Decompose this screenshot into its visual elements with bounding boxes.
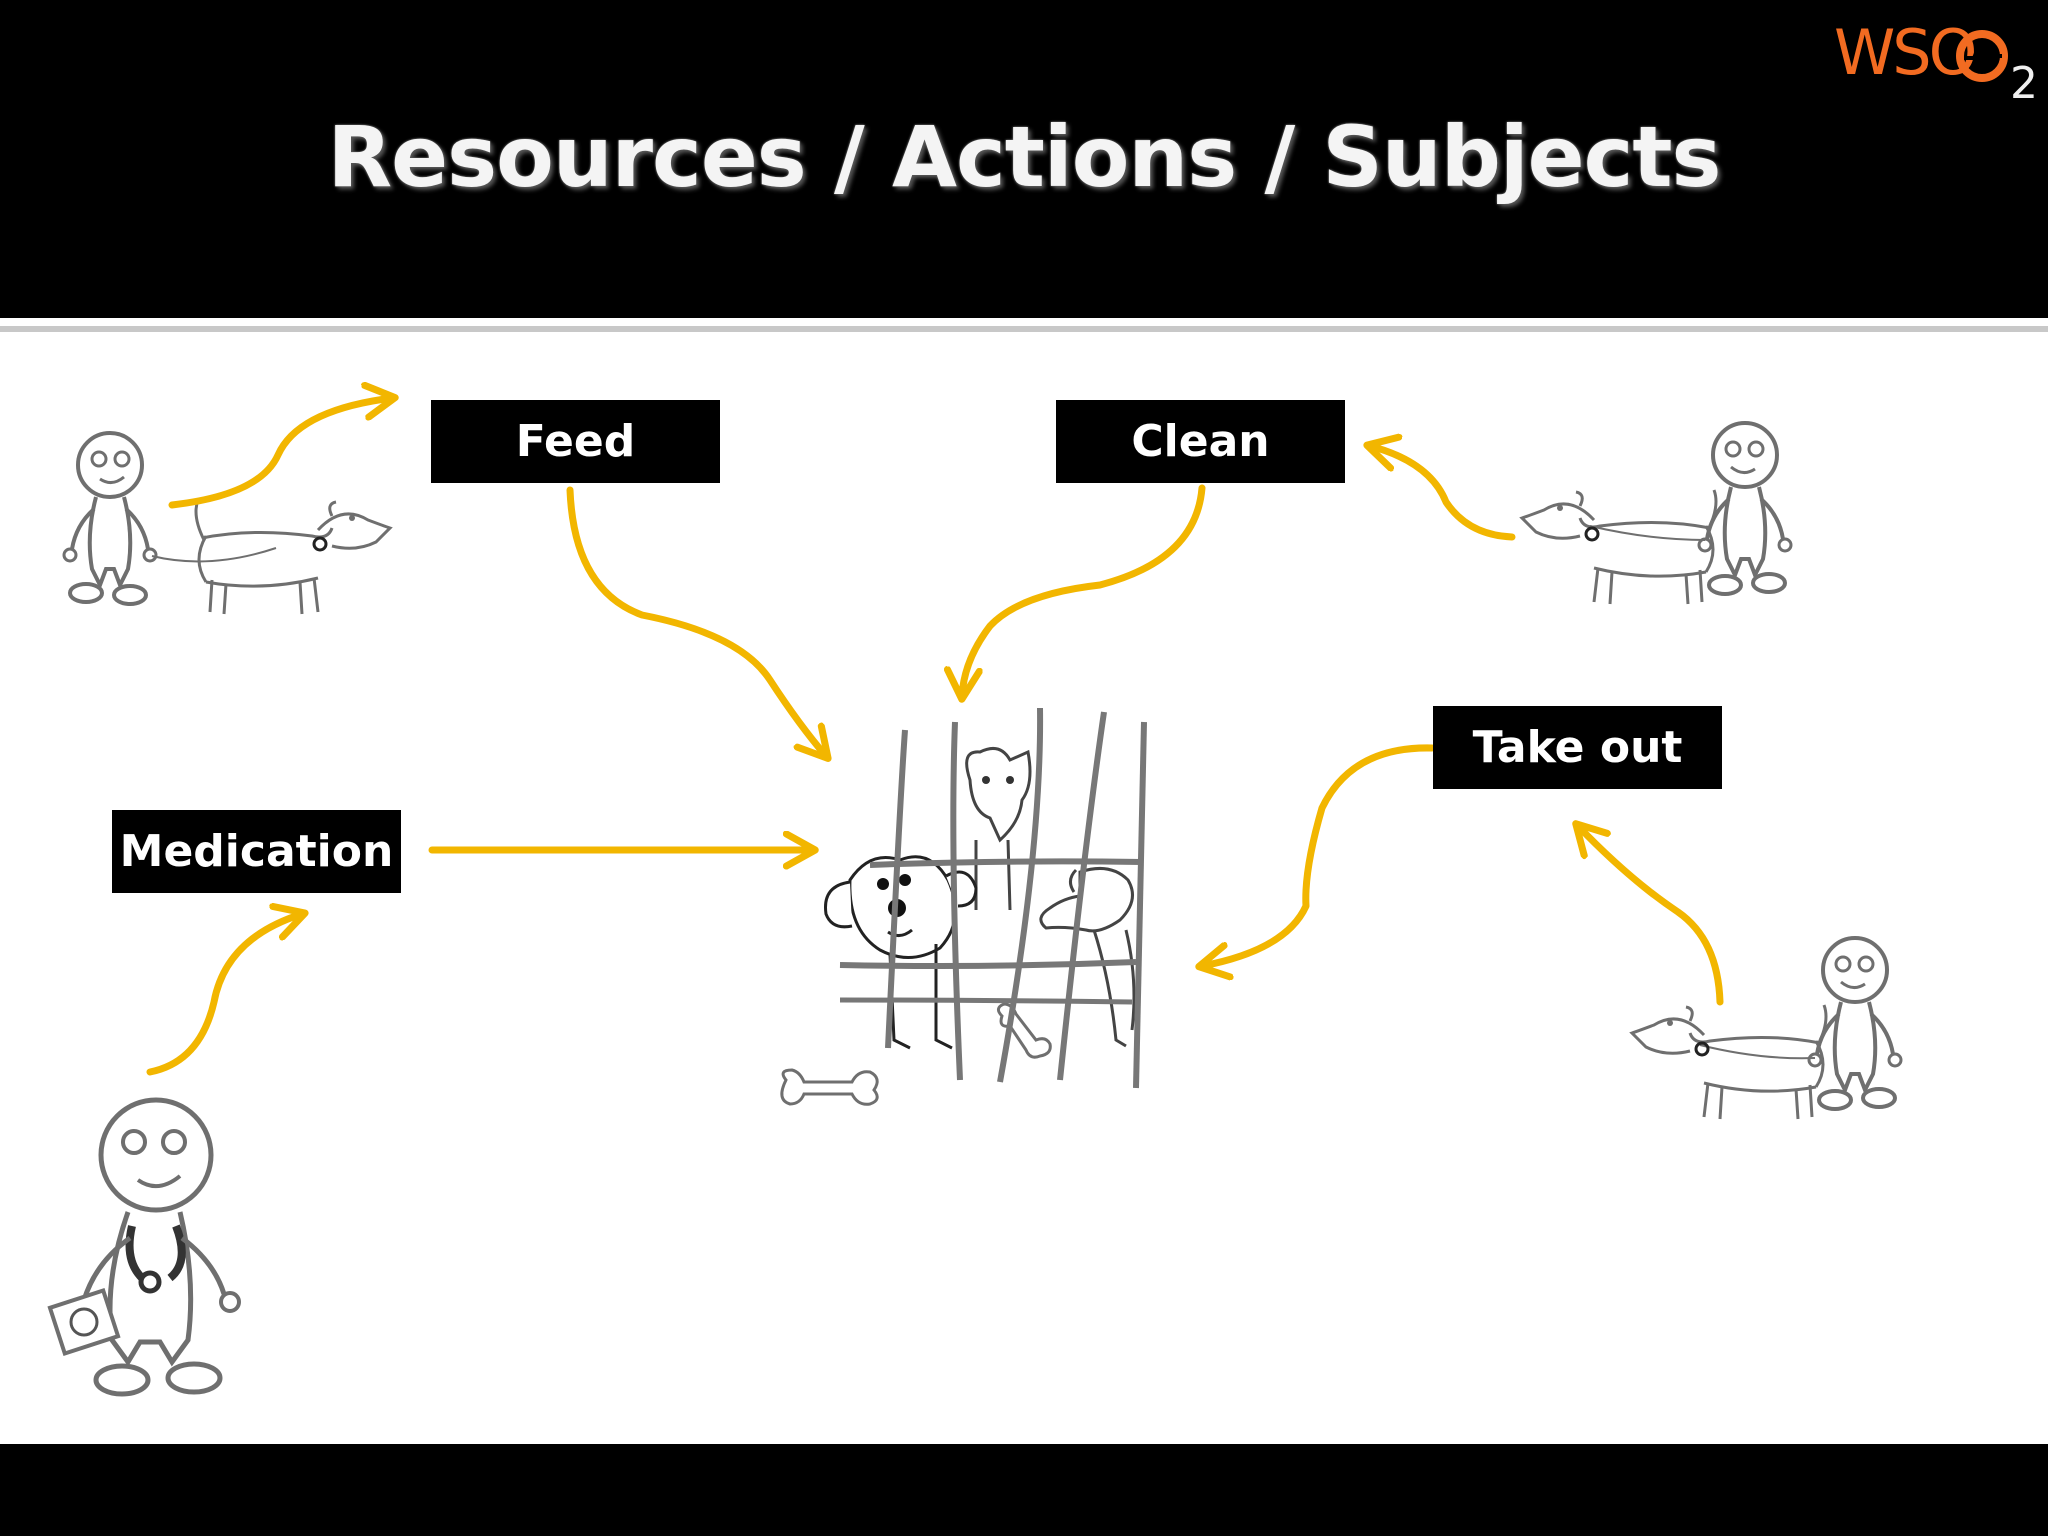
wso2-logo-text: WSO: [1834, 16, 1975, 89]
action-label-medication: Medication: [112, 810, 401, 893]
action-label-take-out: Take out: [1433, 706, 1722, 789]
arrow-vet-to-medication: [146, 914, 302, 1076]
header-divider: [0, 326, 2048, 332]
person-walker-top-right: [1697, 421, 1793, 596]
arrow-walker-to-clean: [1370, 446, 1516, 541]
caged-dogs-illustration: [780, 707, 1147, 1106]
person-walker-top-left: [62, 431, 158, 606]
arrow-walker-to-feed: [168, 398, 392, 509]
action-label-clean: Clean: [1056, 400, 1345, 483]
leash-bottom-right: [1699, 1044, 1816, 1060]
person-vet: [47, 1097, 241, 1397]
header-bar: [0, 0, 2048, 318]
slide-title: Resources / Actions / Subjects: [327, 108, 1721, 206]
leash-top-right: [1589, 525, 1706, 541]
wso2-logo: WSO 2: [1834, 16, 2038, 102]
arrow-clean-to-cage: [962, 484, 1206, 696]
footer-bar: [0, 1444, 2048, 1536]
arrow-feed-to-cage: [566, 486, 826, 756]
arrow-walker-to-take-out: [1578, 826, 1724, 1006]
dog-top-right: [1520, 488, 1718, 606]
action-label-feed: Feed: [431, 400, 720, 483]
arrow-take-out-to-cage: [1202, 744, 1436, 966]
wso2-logo-pulse: [1964, 39, 2002, 75]
dog-bottom-right: [1630, 1003, 1828, 1121]
wso2-logo-ring: [1956, 30, 2008, 82]
wso2-logo-subscript: 2: [2010, 58, 2038, 102]
person-walker-bottom-right: [1807, 936, 1903, 1111]
leash-top-left: [151, 547, 277, 563]
dog-top-left: [194, 498, 392, 616]
